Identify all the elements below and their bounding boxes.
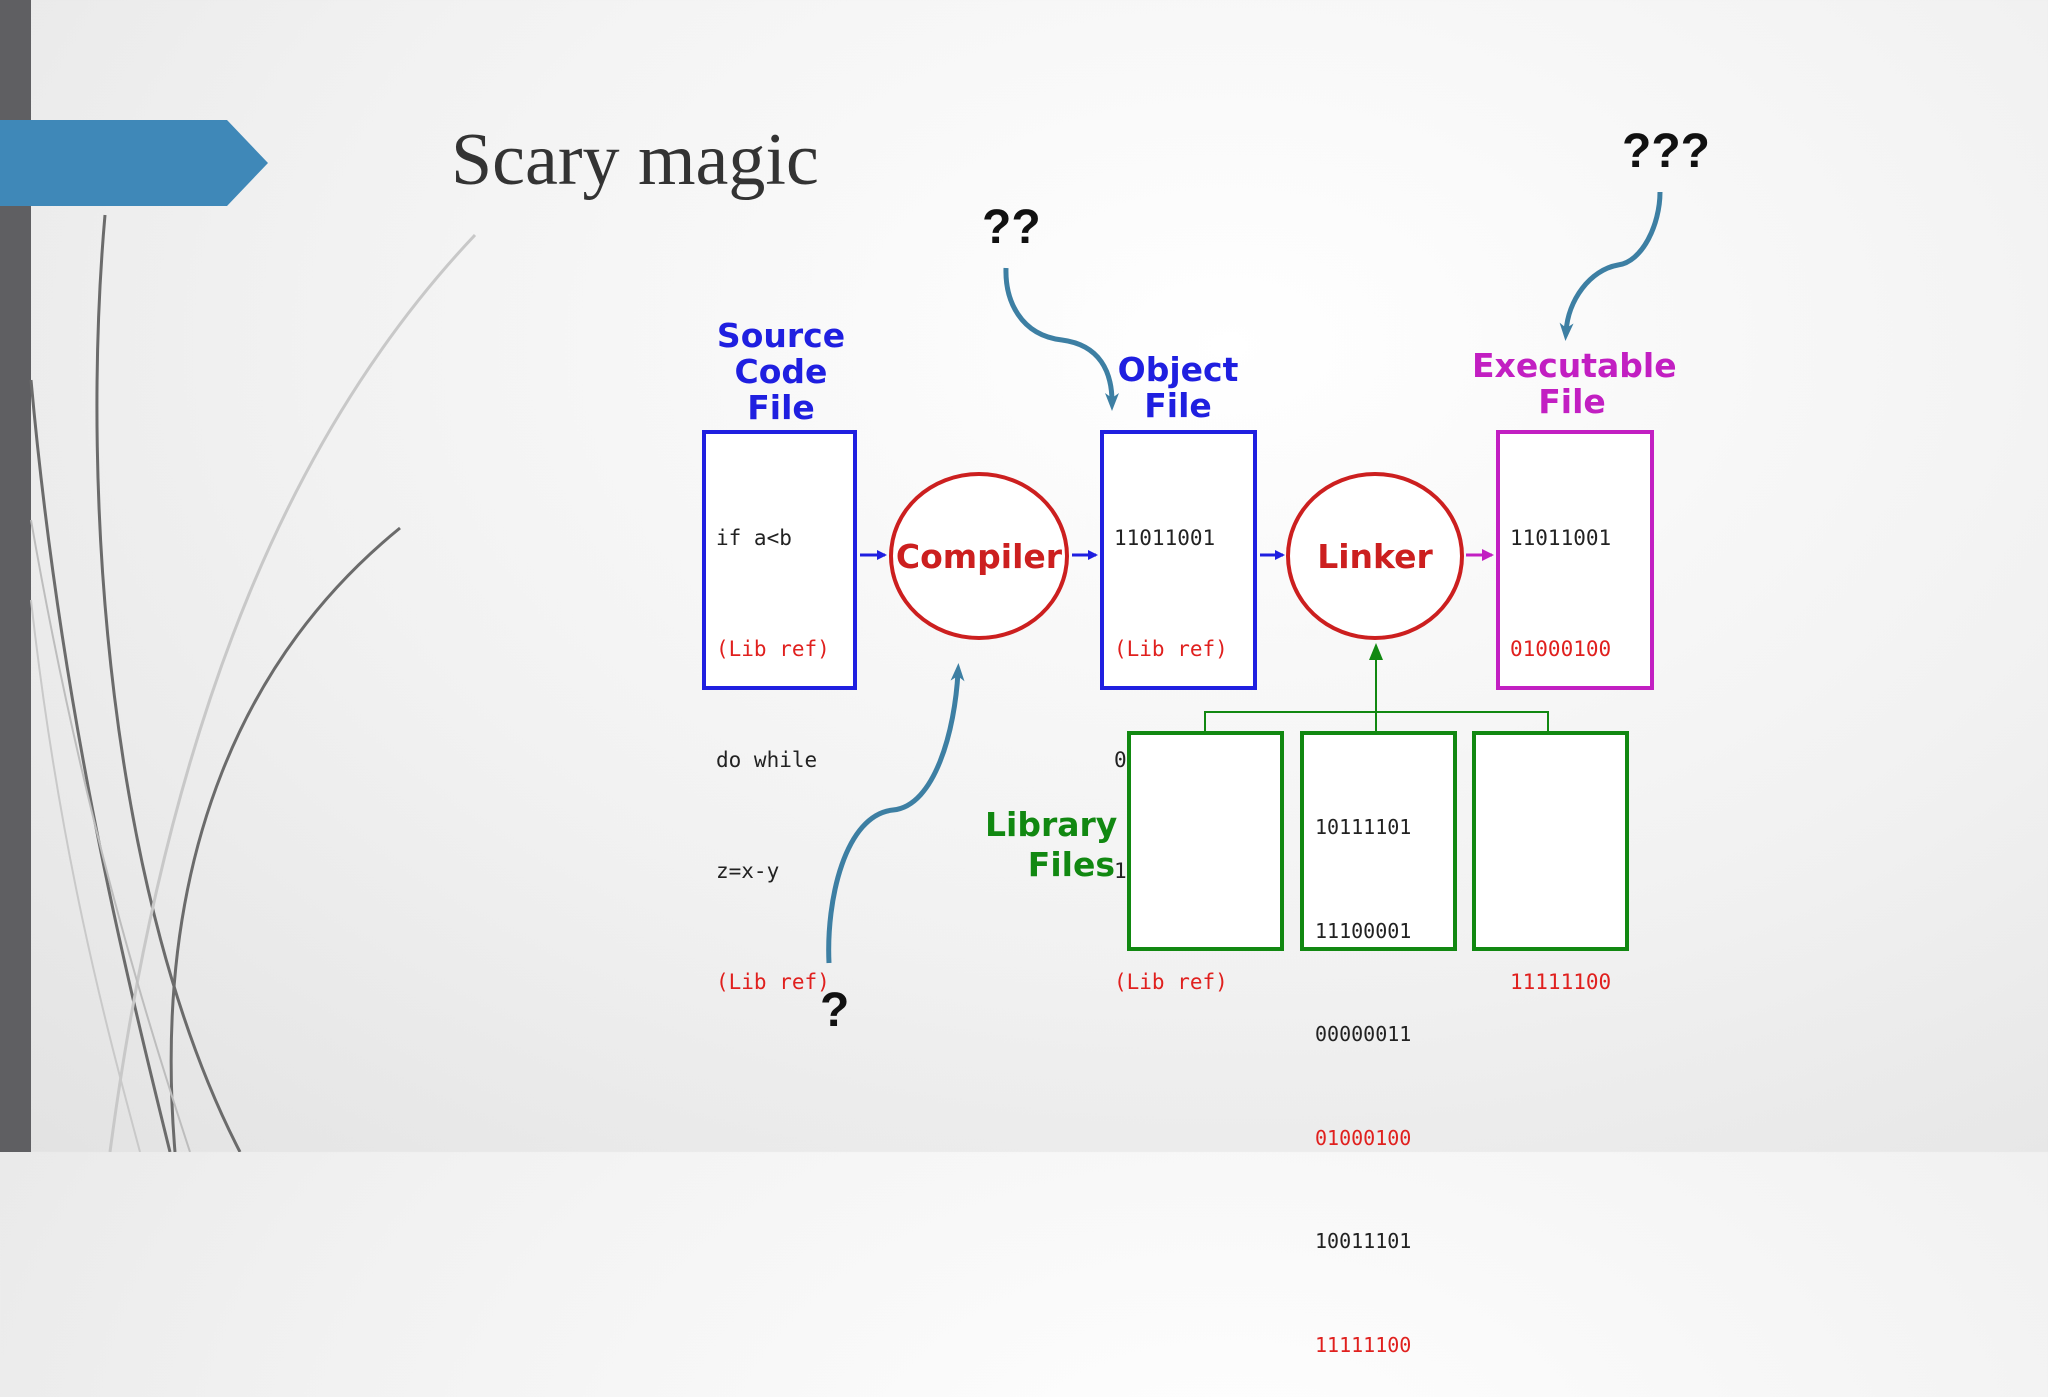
compiler-node: Compiler (889, 472, 1069, 640)
annotation-arrow-object (1003, 267, 1119, 411)
background-swooshes (29, 214, 477, 1152)
linker-node: Linker (1286, 472, 1464, 640)
code-line: do while (716, 748, 818, 772)
library-file-box-3 (1472, 731, 1629, 951)
code-line: 11111100 (1510, 970, 1612, 994)
question-compiler: ? (820, 984, 850, 1037)
code-line: 10111101 (1315, 815, 1412, 839)
question-executable: ??? (1622, 125, 1710, 178)
slide-title: Scary magic (451, 119, 819, 201)
diagram-connectors (826, 191, 1663, 964)
library-to-linker-arrowhead (1369, 643, 1383, 660)
code-line: (Lib ref) (716, 637, 830, 661)
question-object-file: ?? (982, 201, 1041, 254)
annotation-arrow-executable (1559, 191, 1663, 341)
code-line: 00000011 (1315, 1022, 1412, 1046)
code-line: 11111100 (1315, 1332, 1412, 1357)
code-line: 10011101 (1315, 1229, 1412, 1253)
code-line: (Lib ref) (1114, 970, 1228, 994)
annotation-arrow-compiler (826, 663, 965, 964)
code-line: if a<b (716, 526, 792, 550)
code-line: 11011001 (1114, 526, 1216, 550)
code-line: 01000100 (1510, 637, 1612, 661)
library-file-box-1 (1127, 731, 1284, 951)
title-tab-arrow (0, 120, 268, 206)
code-line: 11011001 (1510, 526, 1612, 550)
code-line: z=x-y (716, 859, 780, 883)
source-code-box: if a<b (Lib ref) do while z=x-y (Lib ref… (702, 430, 857, 994)
code-line: 11100001 (1315, 918, 1412, 943)
code-line: (Lib ref) (1114, 637, 1228, 661)
code-line: 01000100 (1315, 1125, 1412, 1150)
code-line: (Lib ref) (716, 970, 830, 994)
